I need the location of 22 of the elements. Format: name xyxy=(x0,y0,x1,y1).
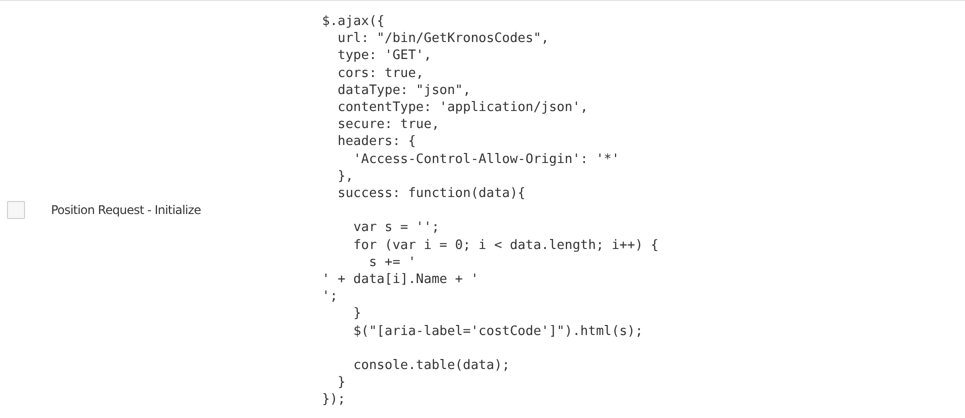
code-line: secure: true, xyxy=(338,117,440,132)
code-line: }, xyxy=(338,168,354,184)
code-line: } xyxy=(353,306,362,322)
code-line: var s = ''; xyxy=(353,220,440,236)
code-line: for (var i = 0; i < data.length; i++) { xyxy=(353,238,659,253)
code-line: type: 'GET', xyxy=(338,48,432,64)
code-line: dataType: "json", xyxy=(338,82,471,98)
code-line: $.ajax({ xyxy=(322,14,385,29)
code-line: }); xyxy=(322,392,346,408)
code-line: } xyxy=(338,375,346,390)
code-line: console.table(data); xyxy=(353,358,510,373)
code-line: $("[aria-label='costCode']").html(s); xyxy=(353,324,643,339)
code-line: contentType: 'application/json', xyxy=(338,100,588,115)
code-line: headers: { xyxy=(338,134,416,150)
code-line: url: "/bin/GetKronosCodes", xyxy=(338,31,549,46)
code-line: s += ' xyxy=(368,254,416,270)
code-line: ' + data[i].Name + ' xyxy=(322,272,479,287)
row-label: Position Request - Initialize xyxy=(51,203,201,217)
code-line: cors: true, xyxy=(338,66,424,81)
code-line: success: function(data){ xyxy=(338,186,526,201)
code-line: 'Access-Control-Allow-Origin': '*' xyxy=(353,152,620,167)
code-line: '; xyxy=(322,289,338,304)
